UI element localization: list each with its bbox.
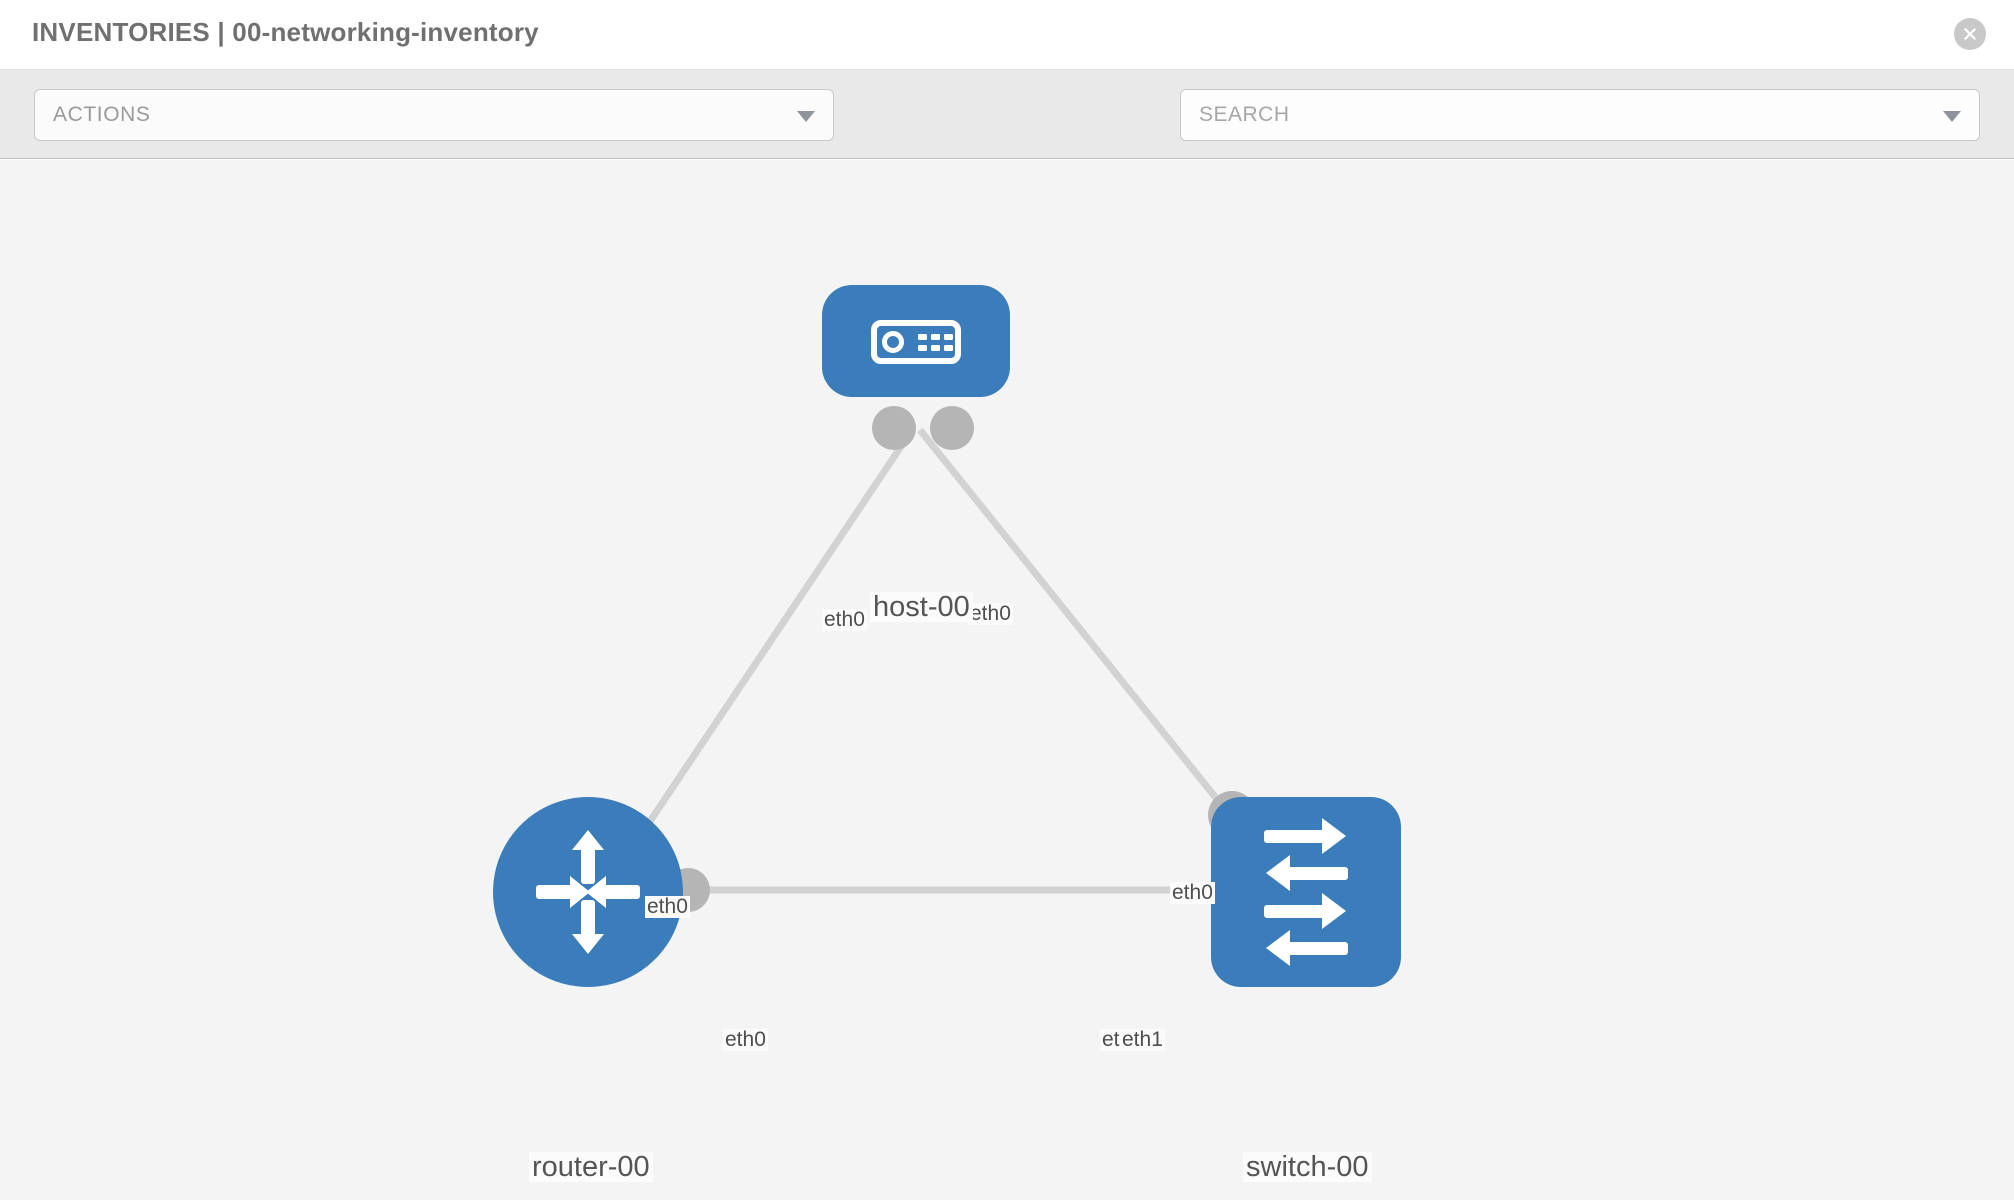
chevron-down-icon: [797, 111, 815, 122]
link-label-switch-up: eth0: [1170, 881, 1215, 905]
topology-toolbar: ACTIONS SEARCH: [0, 70, 2014, 194]
node-router-00: [493, 797, 683, 987]
node-host-00: [822, 285, 1010, 397]
node-label-switch-00: switch-00: [1243, 1152, 1372, 1182]
actions-dropdown[interactable]: ACTIONS: [34, 89, 834, 141]
node-switch-00: [1211, 797, 1401, 987]
page-title: INVENTORIES | 00-networking-inventory: [32, 17, 539, 47]
link-label-router-up: eth0: [645, 895, 690, 919]
page-header: INVENTORIES | 00-networking-inventory: [0, 0, 2014, 70]
close-icon[interactable]: [1954, 18, 1986, 50]
link-label-switch-left-b: eth1: [1120, 1028, 1165, 1052]
node-label-host-00: host-00: [870, 592, 973, 622]
router-arrows-icon: [536, 830, 640, 954]
link-label-host-left: eth0: [822, 608, 867, 632]
link-router-host: [601, 428, 915, 892]
handle-host-left: [872, 406, 916, 450]
link-label-host-right: eth0: [968, 602, 1013, 626]
topology-canvas[interactable]: eth0 eth0 host-00 eth0 eth0 eth0 eth0 et…: [0, 160, 2014, 1200]
link-label-router-right: eth0: [723, 1028, 768, 1052]
topology-graph: [493, 285, 1401, 987]
search-input[interactable]: SEARCH: [1180, 89, 1980, 141]
node-host-00-shape: [822, 285, 1010, 397]
node-switch-00-shape: [1211, 797, 1401, 987]
server-icon: [871, 320, 961, 364]
topology-links: [601, 427, 1293, 894]
switch-arrows-icon: [1264, 818, 1348, 966]
actions-dropdown-label: ACTIONS: [53, 103, 151, 126]
search-chevron-down-icon[interactable]: [1943, 111, 1961, 122]
search-placeholder: SEARCH: [1199, 103, 1290, 126]
node-label-router-00: router-00: [529, 1152, 653, 1182]
handle-host-right: [930, 406, 974, 450]
